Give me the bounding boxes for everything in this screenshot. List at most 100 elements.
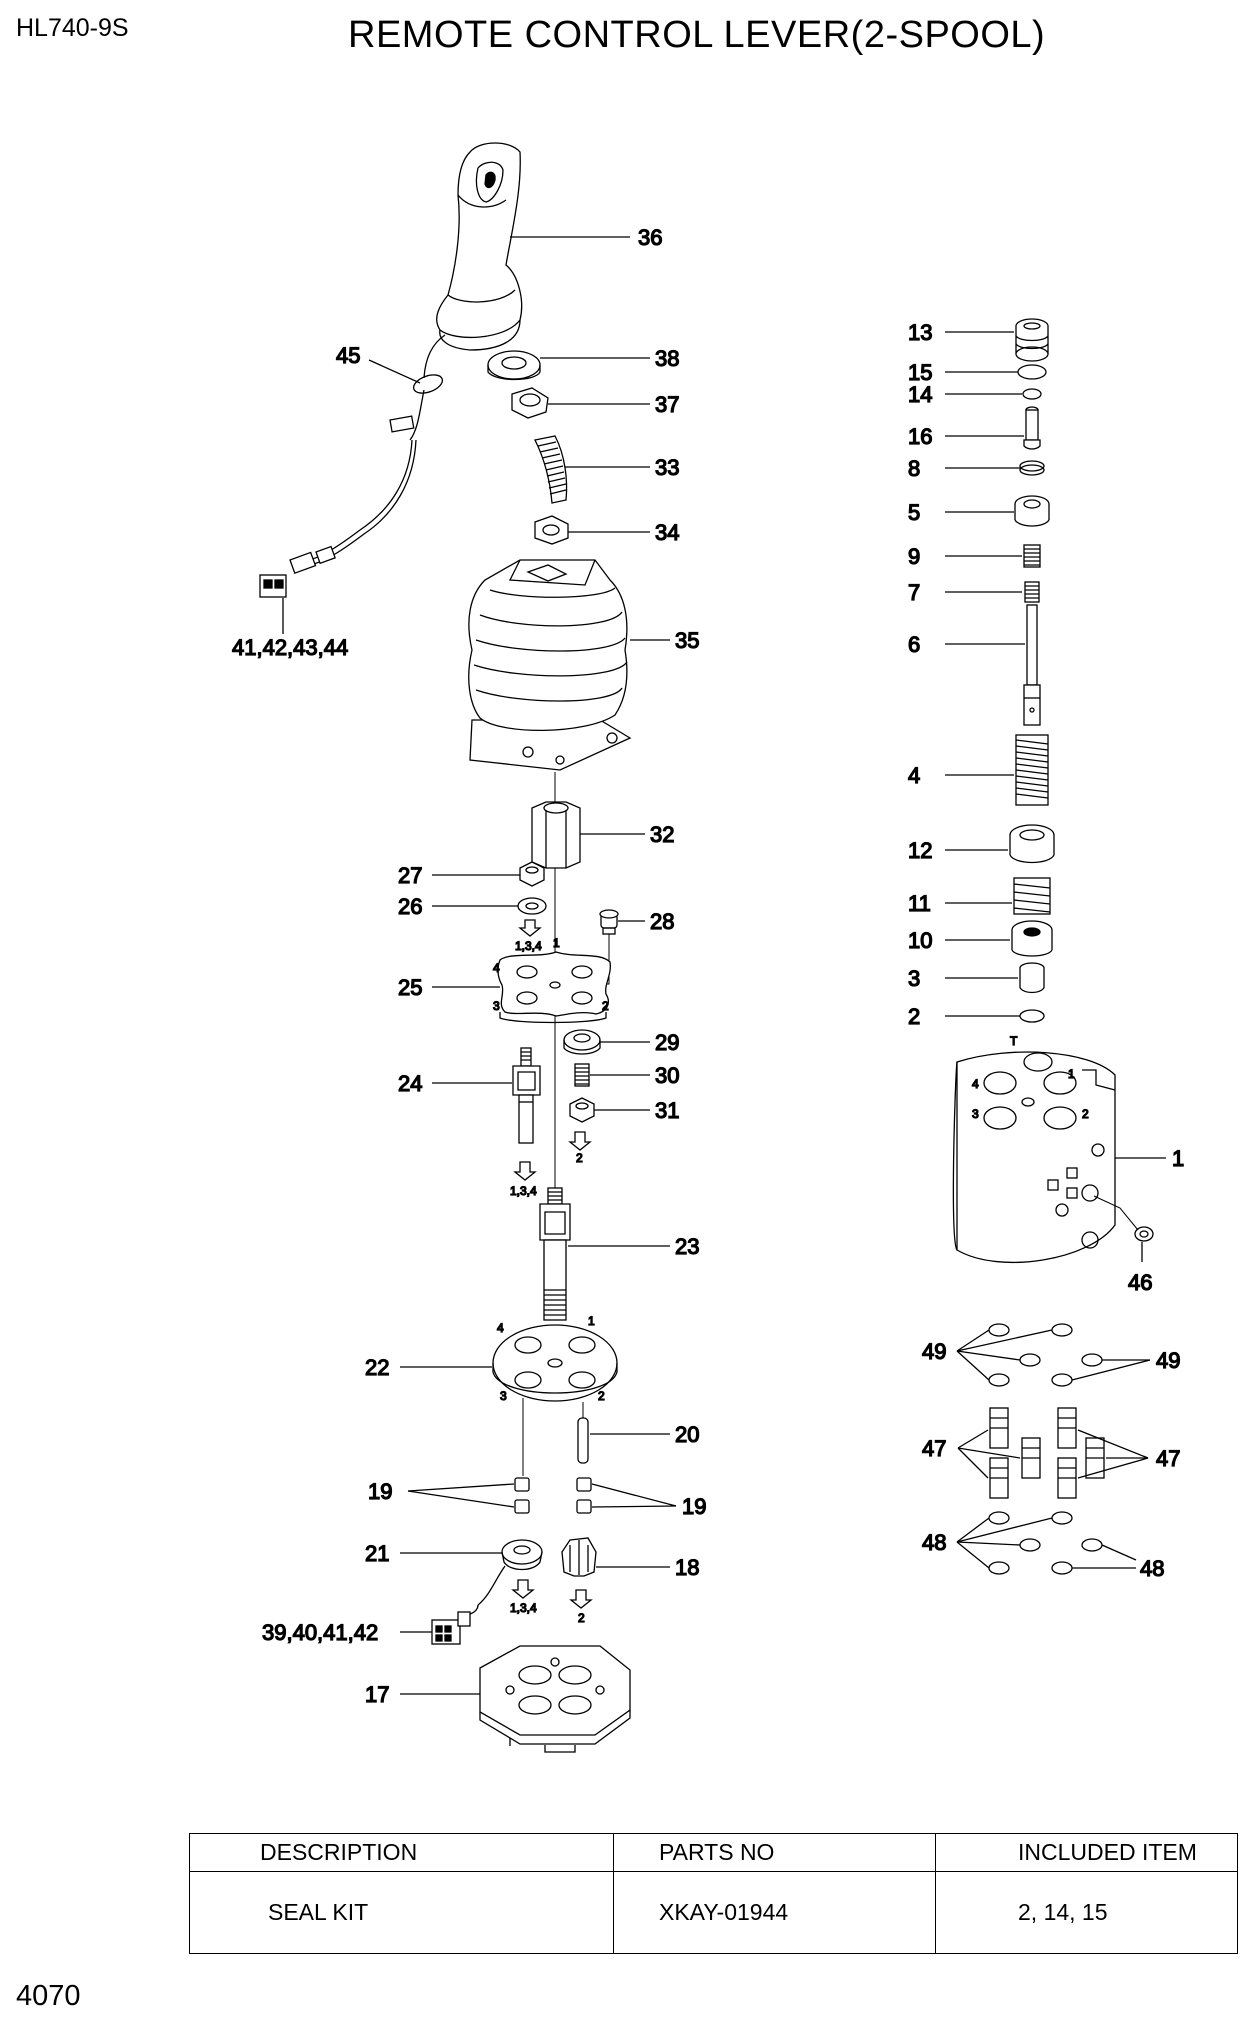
connector-39-42-part	[431, 1604, 479, 1645]
callout-19-left: 19	[368, 1479, 392, 1504]
column-header-parts-no: PARTS NO	[613, 1833, 936, 1872]
boot-18-part	[561, 1537, 597, 1577]
port-label-2: 2	[576, 1151, 583, 1165]
ring-14-part	[1022, 388, 1042, 400]
callout-6: 6	[908, 632, 920, 657]
callout-49-left: 49	[922, 1339, 946, 1364]
plate25-port-3: 3	[493, 999, 500, 1013]
ring-8-part	[1019, 460, 1045, 476]
callout-7: 7	[908, 580, 920, 605]
port-label-1-3-4-c: 1,3,4	[510, 1601, 537, 1615]
cable-band-part	[389, 334, 446, 441]
retainer-5-part	[1014, 495, 1050, 527]
plug-13-part	[1015, 318, 1049, 362]
plate-25-part	[497, 951, 611, 1024]
callout-20: 20	[675, 1422, 699, 1447]
callout-23: 23	[675, 1234, 699, 1259]
callout-8: 8	[908, 456, 920, 481]
coupling-32-part	[531, 801, 581, 869]
column-header-description: DESCRIPTION	[189, 1833, 614, 1872]
callout-45: 45	[336, 343, 360, 368]
plate22-port-1: 1	[588, 1314, 595, 1328]
callout-32: 32	[650, 822, 674, 847]
port-arrow-2	[568, 1131, 592, 1151]
callout-47-right: 47	[1156, 1446, 1180, 1471]
plug-3-part	[1019, 962, 1045, 994]
plug-46-part	[1134, 1226, 1154, 1242]
callout-19-right: 19	[682, 1494, 706, 1519]
callout-31: 31	[655, 1098, 679, 1123]
callout-27: 27	[398, 863, 422, 888]
cell-included-item: 2, 14, 15	[935, 1871, 1238, 1954]
body-port-2: 2	[1082, 1107, 1089, 1121]
handle-grip-part	[436, 142, 523, 351]
seat-10-part	[1011, 920, 1053, 957]
spring-9-part	[1023, 544, 1041, 568]
oring-2-part	[1019, 1009, 1045, 1023]
plunger-16-part	[1023, 406, 1041, 450]
exploded-parts-diagram: 36 45 41,42,43,44 38 37 33	[231, 142, 1185, 1753]
plug-28-part	[599, 909, 619, 935]
table-header-row: DESCRIPTION PARTS NO INCLUDED ITEM	[189, 1833, 1238, 1872]
callout-48-right: 48	[1140, 1556, 1164, 1581]
page-title: REMOTE CONTROL LEVER(2-SPOOL)	[348, 14, 1046, 56]
seal-21-part	[477, 1539, 543, 1606]
nut-37-part	[511, 387, 549, 419]
connector-part	[259, 545, 336, 598]
callout-47-left: 47	[922, 1436, 946, 1461]
nut-34-part	[534, 515, 569, 545]
cell-parts-no: XKAY-01944	[613, 1871, 936, 1954]
port-label-1-3-4-b: 1,3,4	[510, 1184, 537, 1198]
plate-22-part	[492, 1324, 618, 1402]
callout-48-left: 48	[922, 1530, 946, 1555]
callout-21: 21	[365, 1541, 389, 1566]
callout-17: 17	[365, 1682, 389, 1707]
callout-33: 33	[655, 455, 679, 480]
rod-33-part	[534, 435, 568, 504]
plate22-port-2: 2	[598, 1389, 605, 1403]
callout-41-42-43-44: 41,42,43,44	[232, 635, 348, 660]
base-17-part	[479, 1645, 631, 1753]
callout-12: 12	[908, 838, 932, 863]
callout-3: 3	[908, 966, 920, 991]
washer-26-part	[517, 897, 547, 915]
bushings-19-part	[514, 1477, 592, 1514]
nut-29-part	[563, 1029, 601, 1055]
callout-35: 35	[675, 628, 699, 653]
nut-31-part	[569, 1097, 595, 1123]
callout-25: 25	[398, 975, 422, 1000]
body-port-T: T	[1010, 1034, 1018, 1048]
valve-body-1-part	[952, 1051, 1116, 1264]
oring-15-part	[1017, 364, 1047, 380]
cell-description: SEAL KIT	[189, 1871, 614, 1954]
callout-34: 34	[655, 520, 679, 545]
seal-kit-table: DESCRIPTION PARTS NO INCLUDED ITEM SEAL …	[189, 1833, 1238, 1954]
callout-30: 30	[655, 1063, 679, 1088]
table-row: SEAL KIT XKAY-01944 2, 14, 15	[189, 1871, 1238, 1954]
orings-48-part	[988, 1511, 1103, 1575]
callout-4: 4	[908, 763, 920, 788]
column-header-included-item: INCLUDED ITEM	[935, 1833, 1238, 1872]
spring-30-part	[574, 1063, 590, 1087]
port-label-1-3-4: 1,3,4	[515, 939, 542, 953]
pusher-23-part	[539, 1187, 571, 1321]
callout-29: 29	[655, 1030, 679, 1055]
seat-12-part	[1009, 824, 1055, 864]
callout-14: 14	[908, 382, 932, 407]
callout-13: 13	[908, 320, 932, 345]
callout-24: 24	[398, 1071, 422, 1096]
callout-9: 9	[908, 544, 920, 569]
plate22-port-3: 3	[500, 1389, 507, 1403]
spring-7-part	[1024, 581, 1040, 603]
body-port-1: 1	[1068, 1067, 1075, 1081]
plate25-port-1: 1	[553, 936, 560, 950]
page-number: 4070	[16, 1980, 81, 2012]
callout-5: 5	[908, 500, 920, 525]
callout-18: 18	[675, 1555, 699, 1580]
callout-38: 38	[655, 346, 679, 371]
callout-10: 10	[908, 928, 932, 953]
spring-11-part	[1013, 877, 1051, 915]
pusher-24-part	[512, 1047, 541, 1144]
fittings-47-part	[989, 1407, 1105, 1499]
callout-11: 11	[908, 891, 931, 916]
